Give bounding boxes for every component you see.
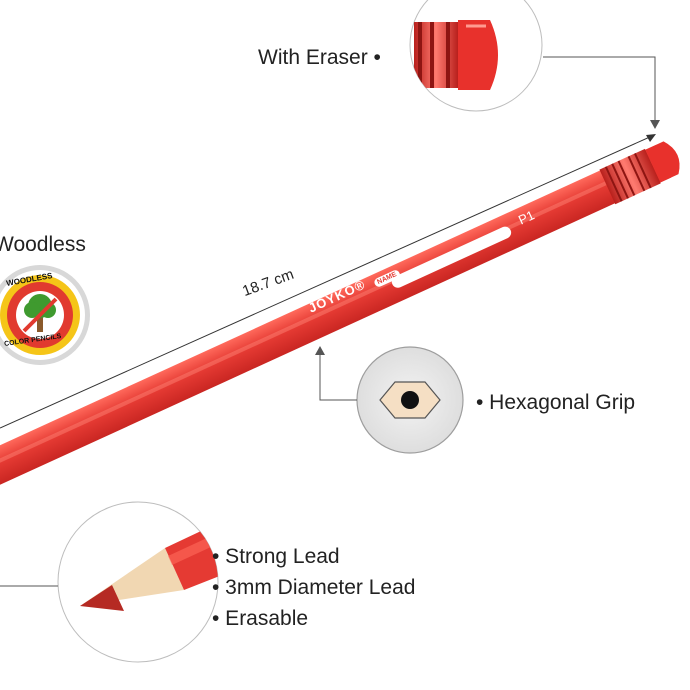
lead-feature-diameter: • 3mm Diameter Lead: [212, 576, 416, 599]
badge-text: WOODLESS COLOR PENCILS: [4, 269, 76, 361]
lead-closeup: [57, 501, 219, 663]
lead-feature-strong: • Strong Lead: [212, 545, 340, 568]
woodless-badge: [0, 265, 90, 365]
badge-top-text: WOODLESS: [5, 271, 54, 288]
measurement-line: [0, 134, 656, 429]
ferrule: [599, 148, 661, 205]
badge-bottom-text: COLOR PENCILS: [3, 333, 62, 348]
pencil: [0, 141, 680, 490]
eraser-connector: [543, 56, 656, 124]
hexagonal-connector: [319, 352, 357, 401]
hexagonal-grip-closeup: [356, 346, 464, 454]
lead-feature-erasable: • Erasable: [212, 607, 309, 630]
hexagonal-label: • Hexagonal Grip: [476, 391, 636, 414]
eraser: [645, 141, 680, 183]
name-field: [391, 226, 512, 288]
eraser-closeup: [409, 0, 543, 112]
woodless-label: Woodless: [0, 233, 86, 256]
eraser-label: With Eraser •: [258, 46, 381, 69]
